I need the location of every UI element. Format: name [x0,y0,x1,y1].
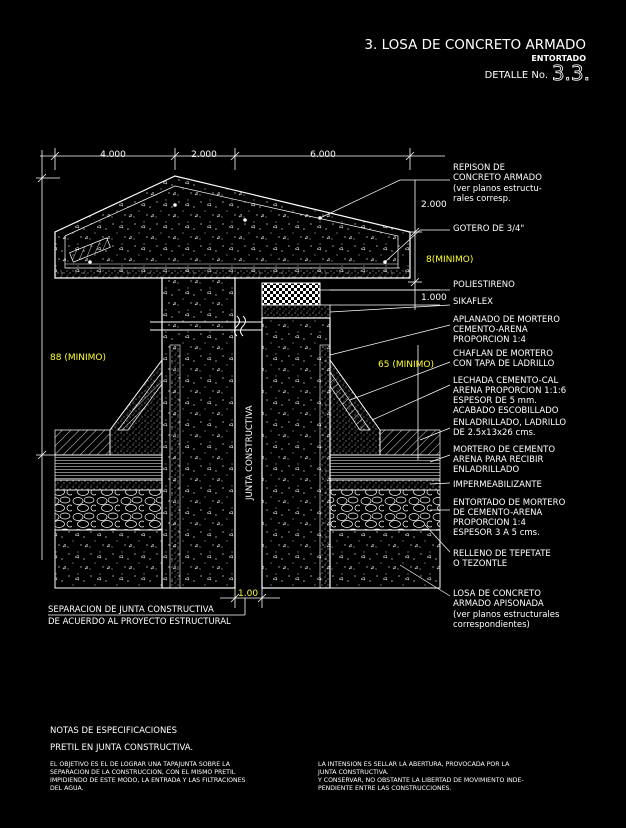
chaflan-line-1: CHAFLAN DE MORTERO [453,349,553,359]
losa-line-2: ARMADO APISONADA [453,599,544,609]
dim-right-65: 65 (MINIMO) [378,360,434,370]
entortado-line-4: ESPESOR 3 A 5 cms. [453,528,540,538]
notes-subheading: PRETIL EN JUNTA CONSTRUCTIVA. [50,743,193,753]
sikaflex-label: SIKAFLEX [453,297,493,307]
dim-right-1000: 1.000 [421,293,447,303]
mortero-line-3: ENLADRILLADO [453,465,519,475]
lechada-line-2: ARENA PROPORCION 1:1:6 [453,386,566,396]
entortado-line-1: ENTORTADO DE MORTERO [453,498,566,508]
coping-concrete [54,175,411,279]
dim-top-left: 4.000 [100,150,126,160]
top-dimension-line [40,148,445,170]
enladrillado-line-2: DE 2.5x13x26 cms. [453,428,536,438]
dim-left-88: 88 (MINIMO) [50,353,106,363]
impermeabilizante-label: IMPERMEABILIZANTE [453,480,542,490]
dim-top-mid: 2.000 [191,150,217,160]
separacion-line-2: DE ACUERDO AL PROYECTO ESTRUCTURAL [48,617,231,627]
aplanado-line-2: CEMENTO-ARENA [453,325,528,335]
poliestireno-block [261,282,321,306]
left-roof-buildup [54,358,163,589]
note-left-4: DEL AGUA. [50,785,84,792]
note-left-2: SEPARACION DE LA CONSTRUCCION, CON EL MI… [50,769,236,776]
wall-right [261,317,331,589]
gotero-label: GOTERO DE 3/4" [453,224,524,234]
right-roof-buildup [329,358,441,589]
lechada-line-3: ESPESOR DE 5 mm. [453,396,537,406]
detail-prefix: DETALLE No. [485,70,548,81]
losa-line-3: (ver planos estructurales [453,610,560,620]
note-left-1: EL OBJETIVO ES EL DE LOGRAR UNA TAPAJUNT… [50,761,231,768]
break-marks [150,315,262,337]
leader-lines [319,179,451,597]
note-right-2: JUNTA CONSTRUCTIVA. [317,769,389,776]
poliestireno-label: POLIESTIRENO [453,280,515,290]
note-left-3: IMPIDIENDO DE ESTE MODO, LA ENTRADA Y LA… [50,777,246,784]
entortado-line-3: PROPORCION 1:4 [453,518,526,528]
notes-heading: NOTAS DE ESPECIFICACIONES [50,726,177,736]
mortero-line-2: ARENA PARA RECIBIR [453,455,543,465]
title-sub: ENTORTADO [531,54,586,63]
bottom-dimension-line [48,588,280,616]
dim-top-right: 6.000 [310,150,336,160]
repison-line-1: REPISON DE [453,163,505,173]
sikaflex-block [261,304,331,319]
note-right-4: PENDIENTE ENTRE LAS CONSTRUCCIONES. [318,785,451,792]
repison-line-3: (ver planos estructu- [453,184,542,194]
repison-line-2: CONCRETO ARMADO [453,173,542,183]
dim-bottom-100: 1.00 [238,589,258,599]
repison-line-4: rales corresp. [453,194,511,204]
note-right-1: LA INTENSION ES SELLAR LA ABERTURA, PROV… [318,761,510,768]
losa-line-1: LOSA DE CONCRETO [453,589,541,599]
dim-right-8min: 8(MINIMO) [426,255,473,265]
enladrillado-line-1: ENLADRILLADO, LADRILLO [453,418,566,428]
detail-number: 3.3. [552,61,590,85]
title-main: 3. LOSA DE CONCRETO ARMADO [364,37,586,53]
losa-line-4: correspondientes) [453,620,530,630]
lechada-line-1: LECHADA CEMENTO-CAL [453,376,558,386]
relleno-line-2: O TEZONTLE [453,559,507,569]
note-right-3: Y CONSERVAR, NO OBSTANTE LA LIBERTAD DE … [317,777,524,784]
aplanado-line-3: PROPORCION 1:4 [453,335,526,345]
wall-left [161,277,236,589]
relleno-line-1: RELLENO DE TEPETATE [453,549,551,559]
junta-constructiva-label: JUNTA CONSTRUCTIVA [245,405,255,501]
chaflan-line-2: CON TAPA DE LADRILLO [453,359,555,369]
lechada-line-4: ACABADO ESCOBILLADO [453,406,559,416]
dim-right-2000: 2.000 [421,200,447,210]
entortado-line-2: DE CEMENTO-ARENA [453,508,542,518]
aplanado-line-1: APLANADO DE MORTERO [453,315,560,325]
separacion-line-1: SEPARACION DE JUNTA CONSTRUCTIVA [48,605,214,615]
mortero-line-1: MORTERO DE CEMENTO [453,445,555,455]
